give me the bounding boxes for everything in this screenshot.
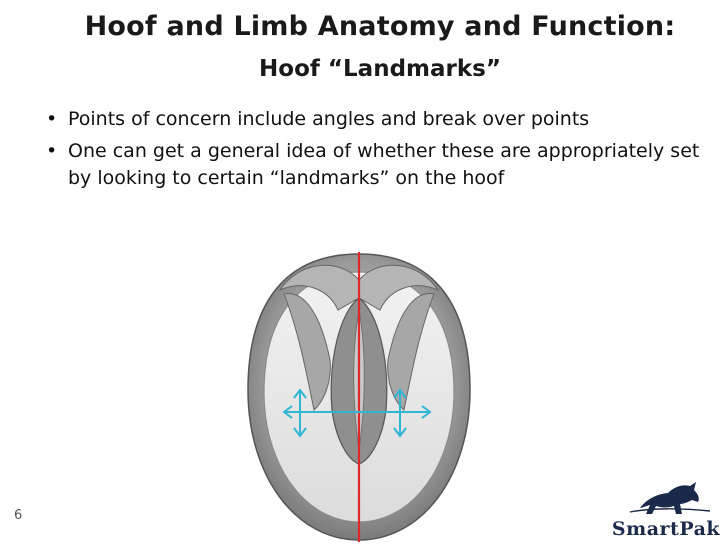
slide-subtitle: Hoof “Landmarks” [259,56,501,82]
running-horse-icon [629,482,711,514]
smartpak-logo: SmartPak [610,478,722,542]
logo-text: SmartPak [611,518,721,540]
frog-width-arrow-right [393,388,407,438]
bullet-item: One can get a general idea of whether th… [44,138,704,192]
frog-width-arrow-left [293,388,307,438]
hoof-bar-right [387,293,435,411]
slide-title: Hoof and Limb Anatomy and Function: [84,11,676,42]
width-arrow [282,405,432,419]
hoof-diagram [247,252,471,542]
bullet-list: Points of concern include angles and bre… [44,106,704,197]
bullet-item: Points of concern include angles and bre… [44,106,704,133]
slide-title-block: Hoof and Limb Anatomy and Function: Hoof… [30,10,728,86]
hoof-bar-left [283,293,331,411]
page-number: 6 [14,508,23,523]
